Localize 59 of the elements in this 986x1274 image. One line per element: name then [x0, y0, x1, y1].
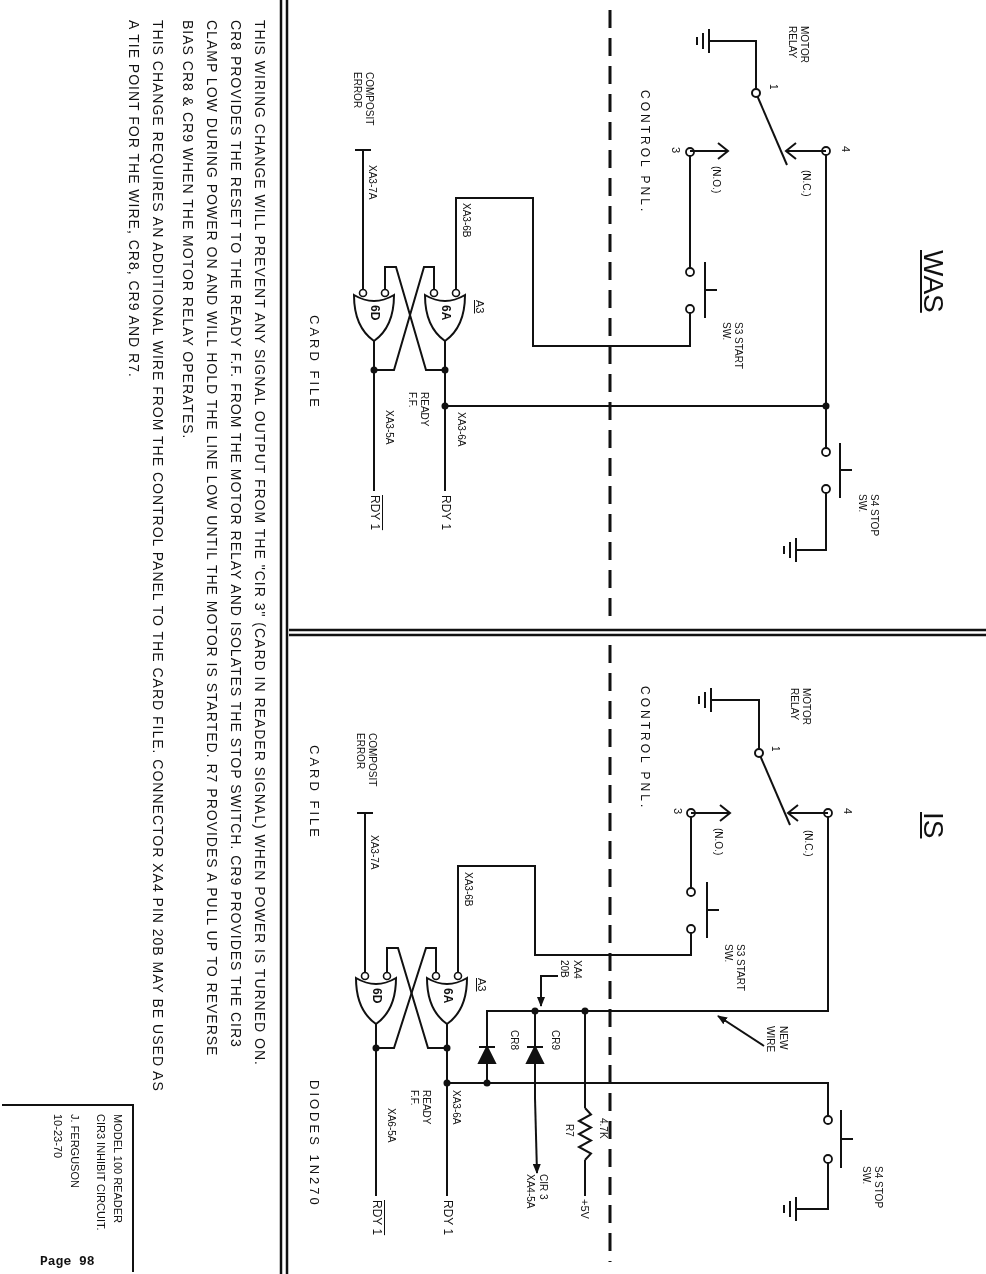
signal-label: +5V	[578, 1199, 591, 1219]
component-label: R7	[563, 1124, 575, 1137]
component-label: 4.7K	[597, 1118, 609, 1139]
component-label: S3 START SW.	[720, 322, 744, 371]
arrow	[717, 1015, 765, 1047]
arrow	[532, 1097, 541, 1174]
component-label: S4 STOP SW.	[856, 494, 880, 538]
component-label: READY F.F.	[406, 392, 430, 429]
terminal-number: 4	[839, 146, 852, 153]
pin-label: XA6-5A	[385, 1108, 397, 1143]
pin-label: XA3-7A	[366, 165, 378, 200]
component-label: S4 STOP SW.	[860, 1166, 884, 1210]
terminal-number: 1	[769, 746, 781, 752]
component-label: A3	[473, 300, 486, 314]
terminal-number: 3	[671, 808, 684, 815]
component-label: CR9	[549, 1030, 561, 1050]
panel-heading: WAS	[917, 250, 950, 313]
terminal-number: 4	[841, 808, 854, 815]
signal-label: RDY 1	[367, 495, 382, 531]
note-text: THIS CHANGE REQUIRES AN ADDITIONAL WIRE FROM THE CONTROL PANEL TO THE CARD FILE. CONNECTOR XA4 PIN 20B MAY BE USED AS A TIE POINT FOR THE WIRE, CR8, CR9 AND R7.	[125, 20, 167, 1092]
component-label: CR8	[508, 1030, 520, 1050]
component-label: READY F.F.	[408, 1090, 432, 1127]
panel-heading: IS	[917, 812, 950, 839]
callout-label: XA4 20B	[558, 960, 584, 992]
pin-label: XA3-6A	[455, 412, 467, 447]
note-text: DIODES 1N270	[306, 1080, 322, 1208]
arrow	[537, 975, 559, 1007]
wire	[386, 947, 448, 1049]
signal-label: COMPOSIT ERROR	[354, 733, 378, 789]
component-label: S3 START SW.	[722, 944, 746, 993]
wire	[384, 266, 446, 371]
component-label: MOTOR RELAY	[788, 688, 812, 728]
terminal-number: 1	[767, 84, 779, 90]
contact-label: (N.O.)	[710, 166, 722, 194]
pin-label: XA3-6A	[450, 1090, 462, 1125]
signal-label: CIR 3 XA4-5A	[524, 1174, 550, 1220]
terminal-number: 3	[669, 147, 682, 154]
section-label: CONTROL PNL.	[637, 686, 652, 811]
pin-label: XA3-5A	[383, 410, 395, 445]
section-label: CONTROL PNL.	[637, 90, 652, 215]
wire	[375, 947, 437, 1049]
wire	[373, 266, 435, 371]
pin-label: XA3-6B	[460, 203, 472, 238]
contact-label: (N.C.)	[802, 830, 814, 857]
callout-label: NEW WIRE	[764, 1026, 790, 1066]
note-text: THIS WIRING CHANGE WILL PREVENT ANY SIGNAL OUTPUT FROM THE "CIR 3" (CARD IN READER SIGNAL) WHEN POWER IS TURNED ON. CR8 PROVIDES THE RESET TO THE READY F.F. FROM THE MOTOR RELAY AND ISOLATES THE STOP SWITCH. CR9 PROVIDES THE CIR3 CLAMP LOW DURING POWER ON AND WILL HOLD THE LINE LOW UNTIL THE MOTOR IS STARTED. R7 PROVIDES A PULL UP TO REVERSE BIAS CR8 & CR9 WHEN THE MOTOR RELAY OPERATES.	[179, 20, 269, 1068]
pin-label: XA3-6B	[462, 872, 474, 907]
section-label: CARD FILE	[306, 745, 322, 840]
section-label: CARD FILE	[306, 315, 322, 410]
signal-label: RDY 1	[438, 495, 453, 531]
signal-label: RDY 1	[440, 1200, 455, 1236]
pin-label: XA3-7A	[368, 835, 380, 870]
contact-label: (N.C.)	[800, 170, 812, 197]
contact-label: (N.O.)	[712, 828, 724, 856]
component-label: MOTOR RELAY	[786, 26, 810, 66]
page-number: Page 98	[40, 1254, 95, 1269]
component-label: A3	[475, 978, 488, 992]
signal-label: RDY 1	[369, 1200, 384, 1236]
signal-label: COMPOSIT ERROR	[351, 72, 375, 128]
